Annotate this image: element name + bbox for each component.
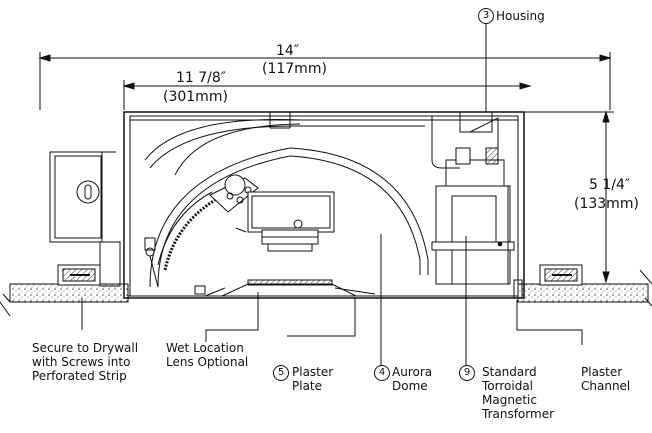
plaster-channel-label-line2: Channel — [581, 379, 631, 393]
drywall-label-line1: Secure to Drywall — [32, 341, 139, 355]
dimension-overall-width — [38, 52, 612, 110]
mounting-bracket-right — [539, 264, 583, 286]
inner-width-value: 11 7/8″ — [176, 70, 227, 86]
plaster-channel — [513, 279, 523, 299]
callout-label-transformer-line3: Magnetic — [482, 393, 537, 407]
callout-number-housing: 3 — [478, 8, 494, 24]
callout-label-transformer-line2: Torroidal — [482, 379, 534, 393]
callout-label-housing: Housing — [496, 9, 545, 23]
dimension-height — [524, 110, 614, 284]
junction-box — [49, 151, 121, 287]
height-value: 5 1/4″ — [589, 177, 631, 193]
inner-width-mm: (301mm) — [163, 89, 228, 105]
adjustment-arm — [144, 191, 216, 288]
drywall-label-line3: Perforated Strip — [32, 369, 127, 383]
aurora-dome — [149, 147, 429, 288]
overall-width-value: 14″ — [276, 43, 300, 59]
callout-label-aurora-dome-line1: Aurora — [392, 365, 433, 379]
dimension-inner-width — [122, 80, 532, 110]
callout-number-plaster-plate: 5 — [273, 365, 289, 381]
callout-label-aurora-dome-line2: Dome — [392, 379, 428, 393]
transformer-assembly — [431, 111, 515, 285]
wet-location-label-line1: Wet Location — [166, 341, 244, 355]
drywall-label-line2: with Screws into — [32, 355, 131, 369]
callout-label-plaster-plate-line1: Plaster — [292, 365, 334, 379]
wet-location-label-line2: Lens Optional — [166, 355, 249, 369]
overall-width-mm: (117mm) — [262, 61, 327, 77]
callout-number-aurora-dome: 4 — [374, 365, 390, 381]
callout-number-transformer: 9 — [459, 365, 475, 381]
callout-label-transformer-line1: Standard — [482, 365, 537, 379]
callout-label-plaster-plate-line2: Plate — [292, 379, 323, 393]
plaster-channel-label-line1: Plaster — [581, 365, 623, 379]
callout-label-transformer-line4: Transformer — [482, 407, 555, 421]
mounting-bracket-left — [57, 264, 101, 286]
height-mm: (133mm) — [574, 196, 639, 212]
lamp-head — [209, 174, 335, 252]
leader-lines — [81, 23, 583, 366]
flex-conduit — [144, 119, 425, 176]
plaster-plate — [194, 279, 376, 297]
